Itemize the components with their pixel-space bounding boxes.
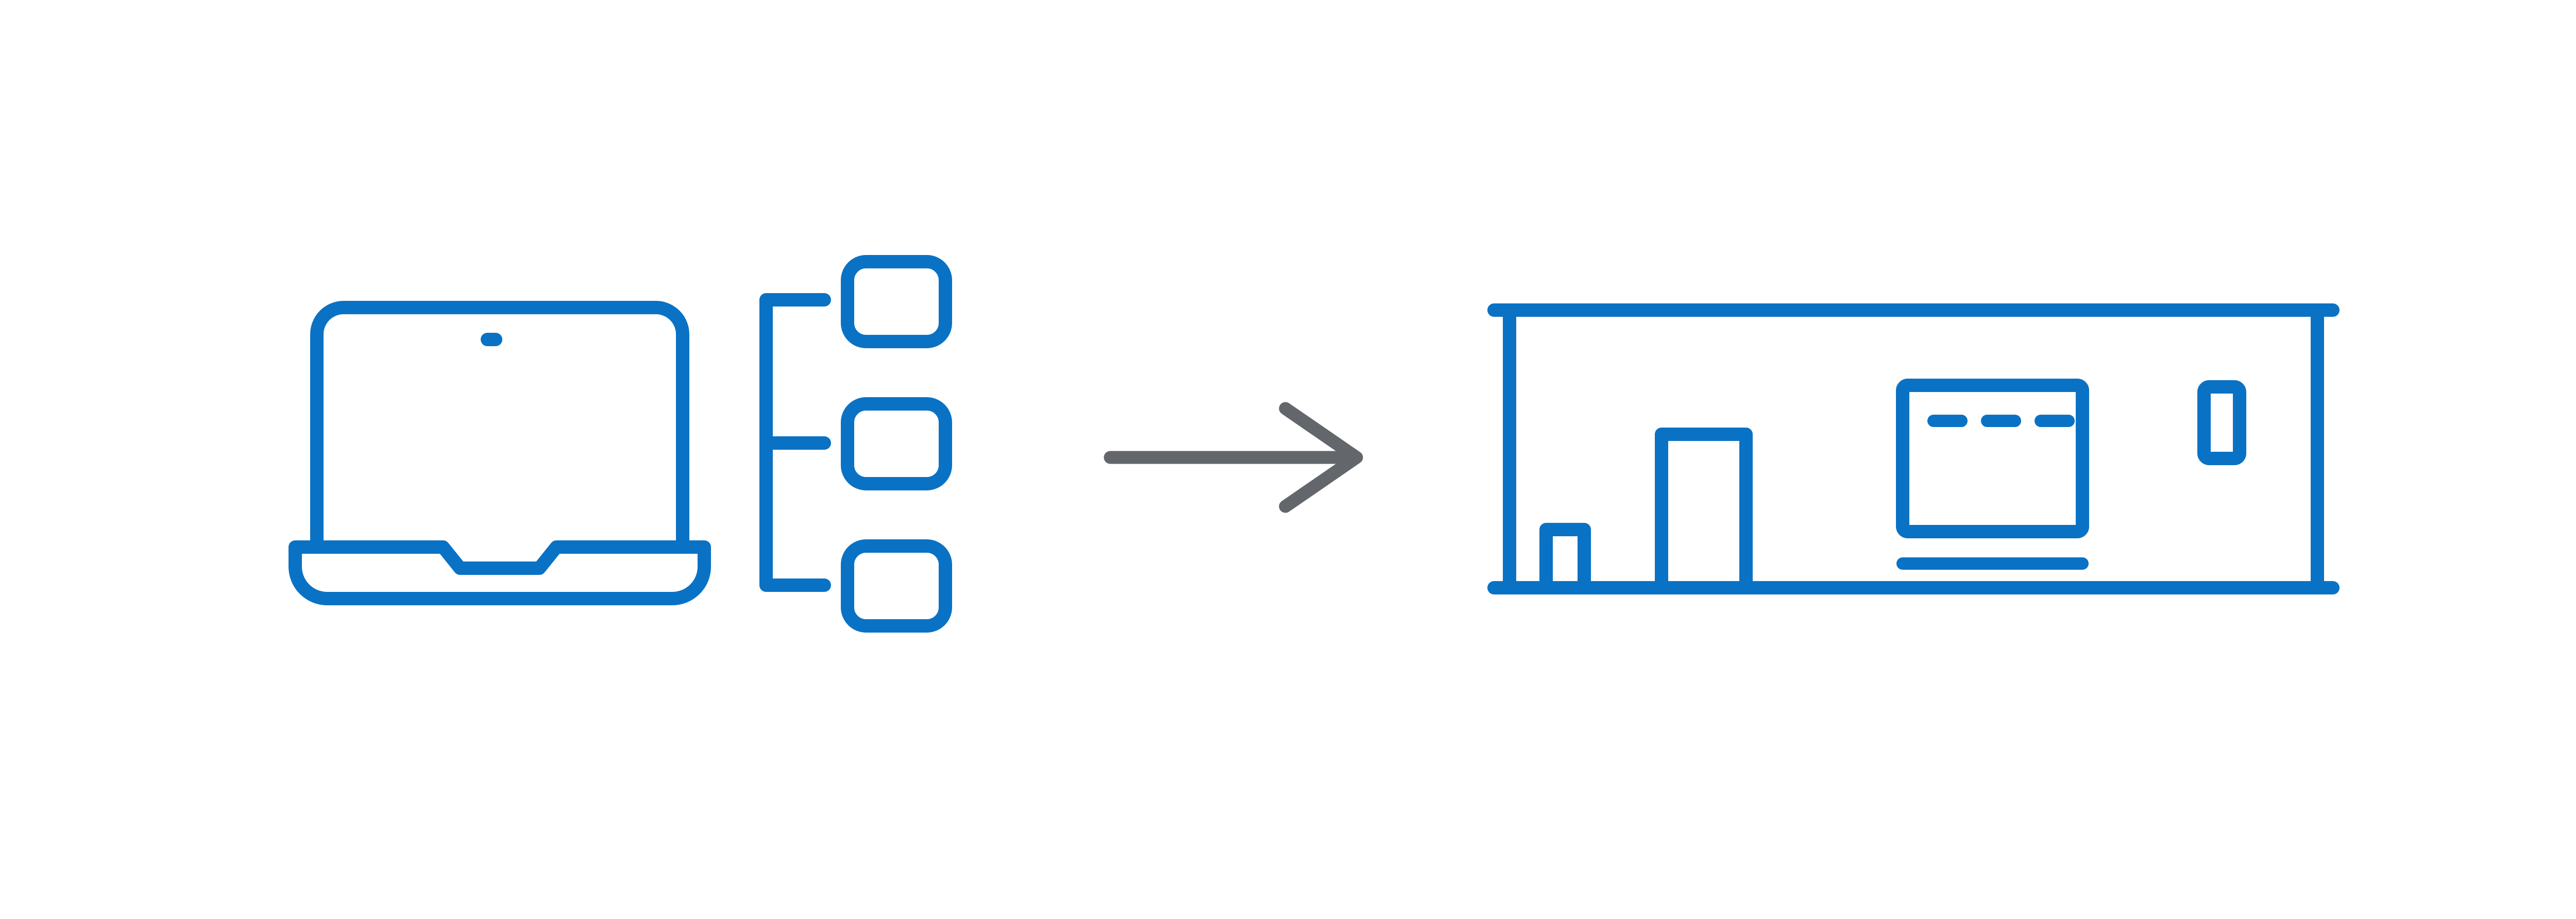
dashboard-side-widget bbox=[2197, 380, 2246, 465]
dashboard-icon bbox=[1487, 303, 2340, 594]
hierarchy-node-1 bbox=[841, 255, 952, 348]
laptop-base bbox=[289, 540, 711, 605]
laptop-screen bbox=[310, 301, 689, 551]
chart-bar-1 bbox=[1539, 523, 1591, 594]
file-hierarchy-icon bbox=[759, 255, 952, 633]
dashboard-screen-widget bbox=[1896, 379, 2089, 538]
chart-bar-2 bbox=[1655, 428, 1753, 594]
arrow-head bbox=[1279, 402, 1363, 513]
hierarchy-node-2 bbox=[841, 397, 952, 490]
laptop-icon bbox=[289, 301, 711, 605]
flow-arrow-icon bbox=[1104, 402, 1363, 513]
hierarchy-node-3 bbox=[841, 539, 952, 633]
camera-dot bbox=[481, 333, 502, 346]
